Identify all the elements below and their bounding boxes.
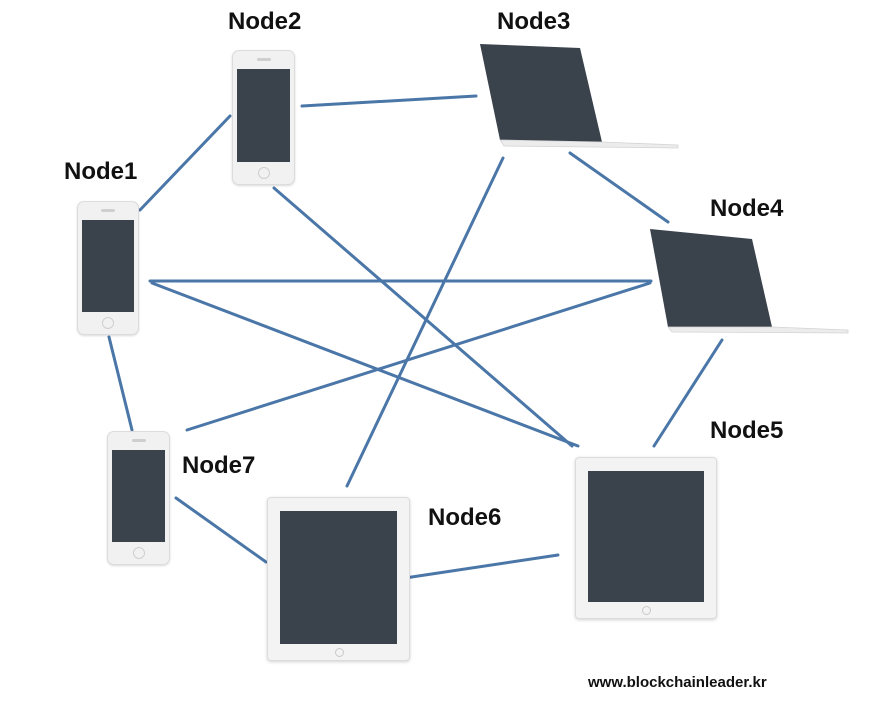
node5-tablet-device — [575, 457, 717, 619]
website-credit: www.blockchainleader.kr — [588, 674, 767, 691]
node7-label: Node7 — [182, 452, 256, 479]
edge-node2-node3 — [300, 94, 478, 108]
tablet-home-button — [642, 606, 651, 615]
tablet-screen — [588, 471, 704, 602]
tablet-home-button — [334, 648, 344, 657]
edge-node4-node7 — [185, 281, 652, 432]
node5-label: Node5 — [710, 417, 784, 444]
edge-node1-node2 — [138, 114, 232, 212]
tablet-screen — [280, 511, 397, 644]
node2-label: Node2 — [228, 8, 302, 35]
node6-label: Node6 — [428, 504, 502, 531]
laptop-base — [499, 139, 679, 149]
phone-speaker — [131, 439, 146, 442]
phone-screen — [237, 69, 290, 162]
node3-laptop-device — [478, 42, 682, 150]
phone-speaker — [101, 209, 115, 212]
phone-home-button — [132, 547, 145, 559]
node3-label: Node3 — [497, 8, 571, 35]
phone-speaker — [256, 58, 271, 61]
phone-home-button — [257, 167, 270, 179]
node1-phone-device — [77, 201, 139, 335]
node4-laptop-device — [648, 227, 852, 335]
laptop-screen — [480, 44, 602, 142]
edge-node7-node1 — [107, 335, 134, 432]
edge-node2-node5 — [272, 186, 574, 448]
node6-tablet-device — [267, 497, 410, 661]
laptop-base — [667, 326, 849, 334]
node4-label: Node4 — [710, 195, 784, 222]
phone-screen — [82, 220, 134, 312]
edge-node5-node6 — [403, 553, 560, 580]
edge-node4-node5 — [652, 338, 724, 448]
edge-node1-node5 — [150, 281, 580, 448]
edge-node3-node6 — [345, 156, 505, 488]
phone-screen — [112, 450, 165, 542]
node7-phone-device — [107, 431, 170, 565]
edge-node3-node4 — [568, 151, 670, 224]
laptop-screen — [650, 229, 772, 327]
node2-phone-device — [232, 50, 295, 185]
edge-node6-node7 — [174, 496, 268, 564]
phone-home-button — [102, 317, 114, 329]
node1-label: Node1 — [64, 158, 138, 185]
